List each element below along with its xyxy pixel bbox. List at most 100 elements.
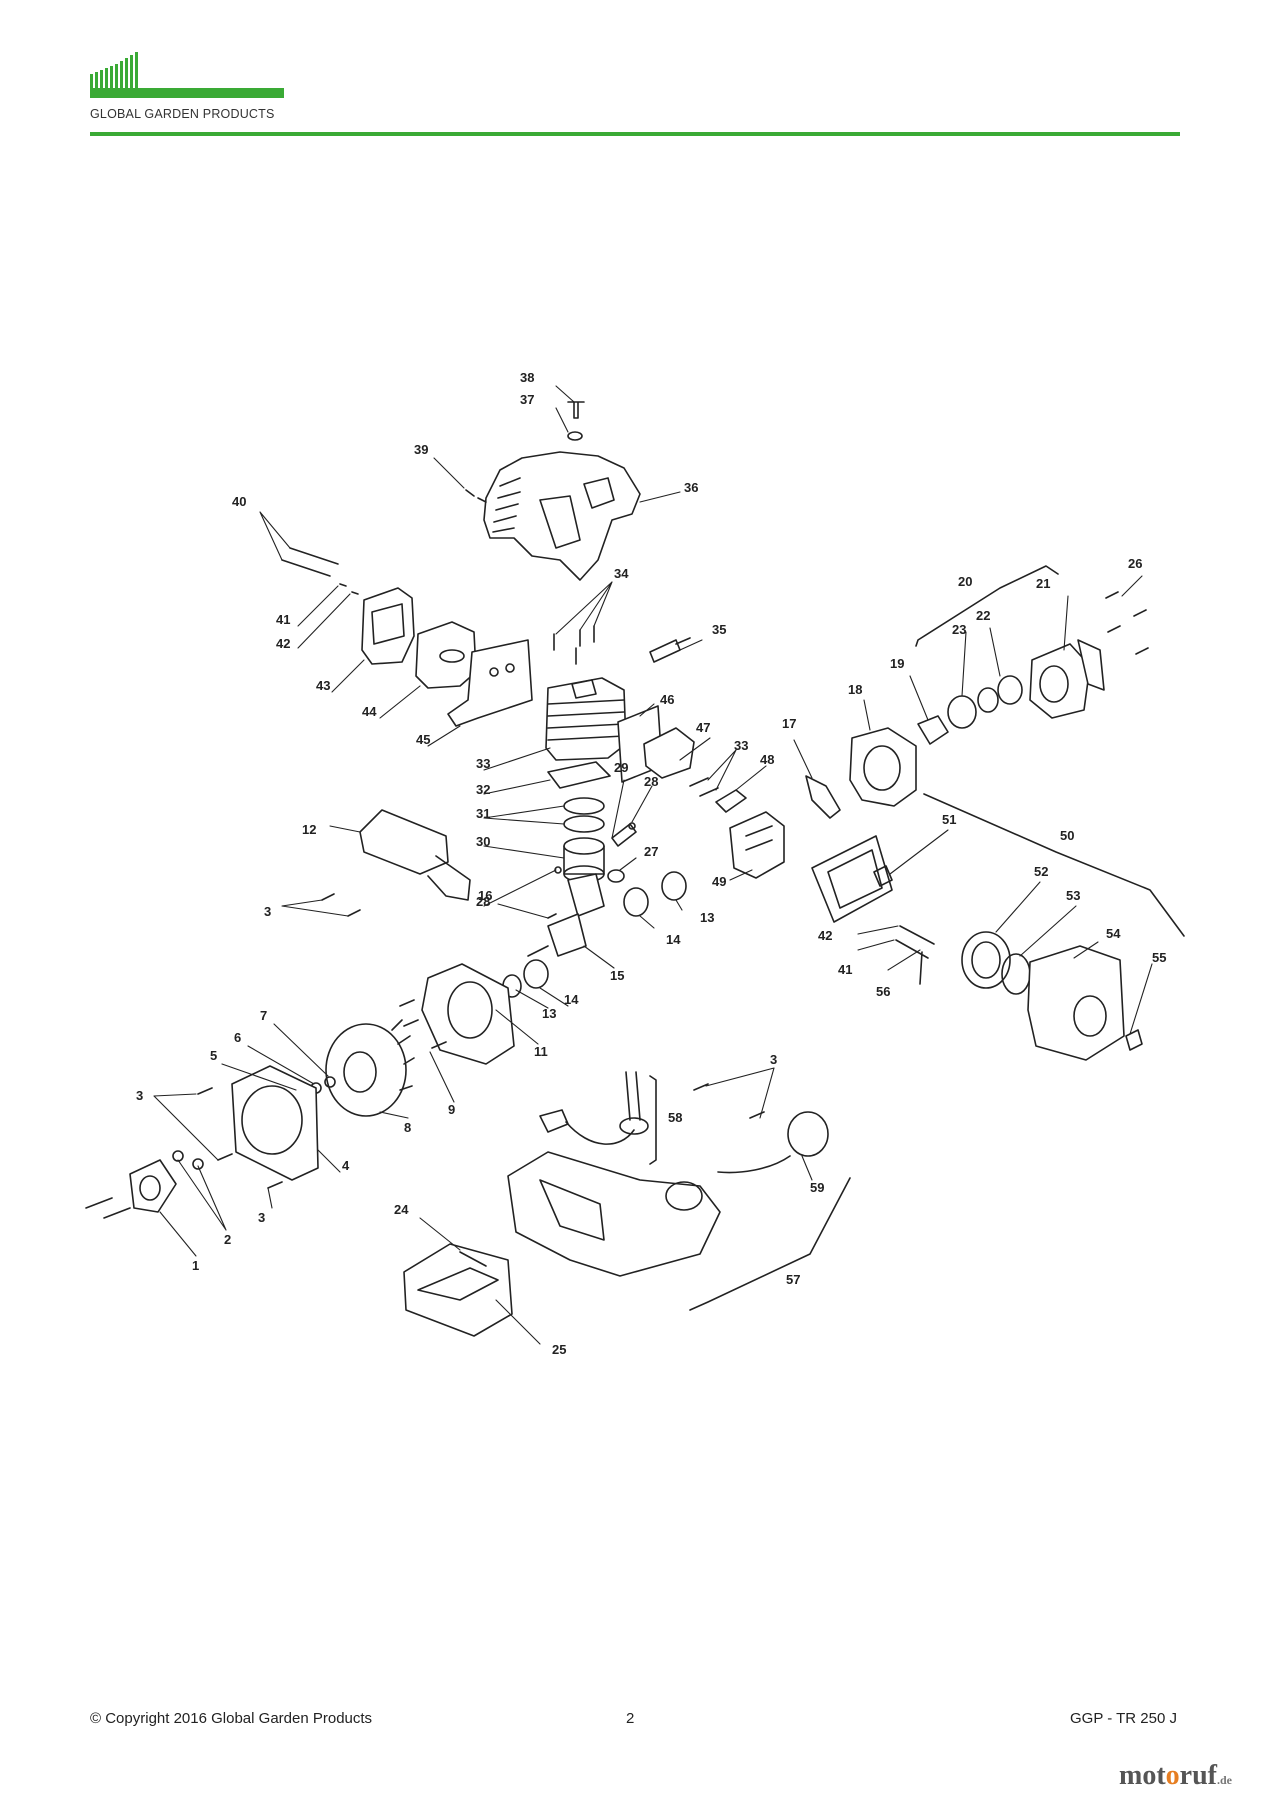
label-41: 41 [276, 612, 290, 627]
label-3c: 3 [258, 1210, 265, 1225]
label-33b: 33 [734, 738, 748, 753]
watermark-logo: motoruf.de [1119, 1760, 1232, 1791]
muffler-44-drawing [415, 621, 477, 689]
label-52: 52 [1034, 864, 1048, 879]
label-32: 32 [476, 782, 490, 797]
label-14a: 14 [666, 932, 681, 947]
label-28a: 28 [644, 774, 658, 789]
bracket-20 [915, 565, 1059, 647]
label-23: 23 [952, 622, 966, 637]
label-54: 54 [1106, 926, 1121, 941]
washer-22a-drawing [977, 687, 999, 713]
label-8: 8 [404, 1120, 411, 1135]
screws-3c-drawing [693, 1083, 765, 1119]
label-13b: 13 [542, 1006, 556, 1021]
frame-25-drawing [403, 1243, 513, 1337]
company-logo-icon [90, 52, 284, 98]
fan-housing-4-drawing [231, 1065, 319, 1181]
needle-bearing-27-drawing [607, 869, 625, 883]
screws-9-drawing [399, 999, 447, 1049]
fuel-tank-57-drawing [507, 1151, 721, 1277]
label-16: 16 [478, 888, 492, 903]
bearing-14a-drawing [623, 887, 649, 917]
label-33: 33 [476, 756, 490, 771]
insulator-47-drawing [643, 727, 695, 779]
knob-55-drawing [1125, 1029, 1143, 1051]
part-labels: 38 37 39 36 40 41 42 43 44 45 34 35 46 3… [136, 370, 1166, 1357]
screws-26-drawing [1105, 591, 1149, 655]
label-3d: 3 [770, 1052, 777, 1067]
label-21: 21 [1036, 576, 1050, 591]
gasket-48-drawing [715, 789, 747, 813]
bearing-14b-drawing [523, 959, 549, 989]
label-35: 35 [712, 622, 726, 637]
washer-7-drawing [324, 1076, 336, 1088]
label-22: 22 [976, 608, 990, 623]
piston-pin-29-drawing [611, 823, 637, 847]
label-3b: 3 [136, 1088, 143, 1103]
header-divider [90, 132, 1180, 136]
key-16-drawing [547, 913, 557, 919]
fuel-cap-59-drawing [717, 1111, 829, 1174]
label-47: 47 [696, 720, 710, 735]
label-28b: 28 [476, 894, 490, 909]
piston-ring-31a-drawing [563, 797, 605, 815]
washer-37-drawing [567, 431, 583, 441]
label-59: 59 [810, 1180, 824, 1195]
bracket-57 [689, 1177, 851, 1311]
clip-17-drawing [805, 775, 841, 819]
label-24: 24 [394, 1202, 409, 1217]
label-29: 29 [614, 760, 628, 775]
engine-cover-drawing [483, 451, 641, 581]
piston-30-drawing [563, 837, 605, 883]
label-34: 34 [614, 566, 629, 581]
label-50: 50 [1060, 828, 1074, 843]
washer-2b-drawing [192, 1158, 204, 1170]
label-36: 36 [684, 480, 698, 495]
label-3a: 3 [264, 904, 271, 919]
filter-cover-54-drawing [1027, 945, 1125, 1061]
label-41b: 41 [838, 962, 852, 977]
label-11: 11 [534, 1044, 548, 1059]
bracket-50 [923, 793, 1185, 937]
label-19: 19 [890, 656, 904, 671]
filter-52-drawing [961, 931, 1011, 989]
label-45: 45 [416, 732, 430, 747]
screw-39-drawing [465, 489, 487, 503]
bolts-40-drawing [281, 547, 339, 577]
label-56: 56 [876, 984, 890, 999]
label-31: 31 [476, 806, 490, 821]
label-42: 42 [276, 636, 290, 651]
filter-base-51-drawing [811, 835, 893, 923]
label-37: 37 [520, 392, 534, 407]
label-48: 48 [760, 752, 774, 767]
crankshaft-15-drawing [527, 873, 605, 957]
ignition-coil-12-drawing [359, 809, 471, 901]
spring-23-drawing [947, 695, 977, 729]
screws-33b-drawing [689, 777, 719, 797]
screws-3b-drawing [197, 1087, 283, 1189]
label-43: 43 [316, 678, 330, 693]
footer-model: GGP - TR 250 J [1070, 1710, 1177, 1727]
label-17: 17 [782, 716, 796, 731]
bolts-1-drawing [85, 1197, 131, 1219]
crankcase-11-drawing [421, 963, 515, 1065]
label-46: 46 [660, 692, 674, 707]
label-44: 44 [362, 704, 377, 719]
label-49: 49 [712, 874, 726, 889]
seal-13a-drawing [661, 871, 687, 901]
rod-24-drawing [459, 1251, 487, 1267]
carburetor-49-drawing [729, 811, 785, 879]
gasket-32-drawing [547, 761, 611, 789]
label-26: 26 [1128, 556, 1142, 571]
flywheel-8-drawing [325, 1019, 415, 1117]
label-30: 30 [476, 834, 490, 849]
label-13a: 13 [700, 910, 714, 925]
label-20: 20 [958, 574, 972, 589]
label-4: 4 [342, 1158, 350, 1173]
label-25: 25 [552, 1342, 566, 1357]
label-58: 58 [668, 1110, 682, 1125]
label-55: 55 [1152, 950, 1166, 965]
page-header: GLOBAL GARDEN PRODUCTS [90, 52, 1180, 138]
